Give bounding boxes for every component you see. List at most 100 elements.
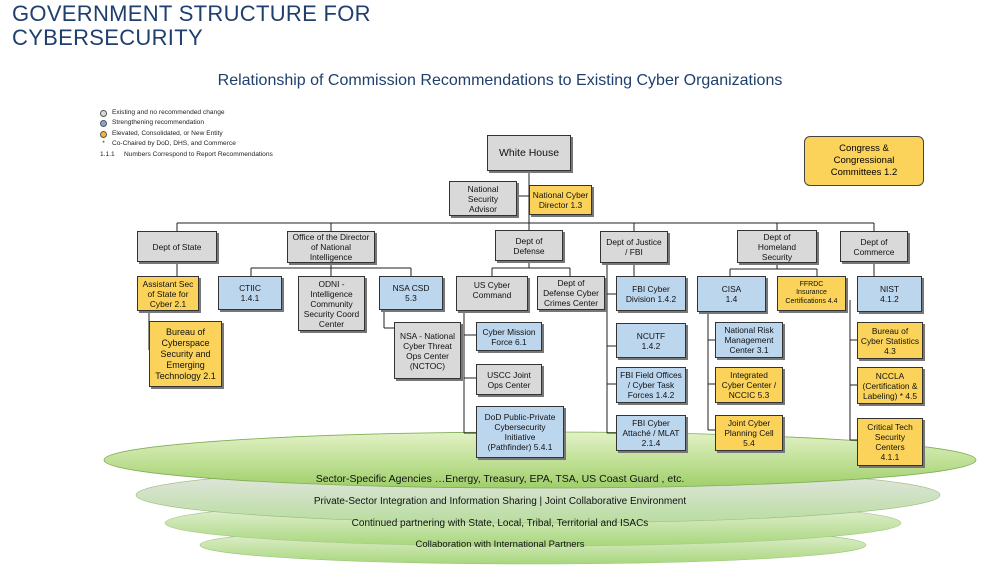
box-label-line: Force 6.1: [491, 336, 527, 347]
box-label-line: 5.3: [405, 293, 417, 303]
box-label-line: Dept of: [860, 236, 888, 247]
box-label-line: Committees 1.2: [830, 167, 898, 178]
box-label-line: 4.1.1: [880, 452, 900, 462]
box-label-line: Dept of: [515, 235, 543, 246]
legend-elevated-label: Elevated, Consolidated, or New Entity: [112, 129, 223, 137]
box-label-line: FBI Cyber: [632, 418, 670, 428]
legend-cochaired: *Co-Chaired by DoD, DHS, and Commerce: [100, 139, 273, 149]
box-label-line: Defense: [513, 245, 545, 256]
legend-strengthening-swatch: [100, 120, 107, 128]
band-partnering-label: Continued partnering with State, Local, …: [351, 518, 649, 529]
box-label-line: / Cyber Task: [627, 380, 675, 390]
box-label-line: Cybersecurity: [494, 422, 546, 432]
box-label-line: Intelligence: [310, 288, 353, 299]
title-line-1: GOVERNMENT STRUCTURE FOR: [12, 1, 371, 26]
box-label-line: Labeling) * 4.5: [862, 390, 917, 401]
diagram-subtitle: Relationship of Commission Recommendatio…: [217, 72, 783, 89]
box-label-line: Crimes Center: [544, 298, 598, 308]
box-label-line: Insurance: [796, 289, 827, 297]
box-label-line: NCUTF: [636, 330, 666, 341]
box-label-line: Dept of: [763, 231, 791, 242]
box-label-line: (Certification &: [862, 380, 918, 391]
page-title: GOVERNMENT STRUCTURE FOR CYBERSECURITY: [12, 2, 371, 50]
box-label-line: Center: [318, 318, 345, 329]
white-house-box: White House: [487, 135, 571, 171]
box-label-line: CISA: [721, 284, 742, 294]
box-label-line: Integrated: [730, 370, 768, 380]
legend-number-sample: 1.1.1: [100, 150, 115, 158]
legend-strengthening-label: Strengthening recommendation: [112, 119, 205, 127]
box-label-line: Security: [761, 251, 793, 262]
box-label-line: NCCLA: [875, 370, 905, 381]
box-label-line: Joint Cyber: [727, 418, 771, 428]
box-label-line: Dept of: [557, 278, 585, 288]
band-private-label: Private-Sector Integration and Informati…: [313, 496, 687, 507]
box-label-line: Division 1.4.2: [625, 293, 677, 304]
title-line-2: CYBERSECURITY: [12, 25, 203, 50]
box-label-line: NIST: [879, 284, 900, 294]
box-label-line: Homeland: [757, 241, 797, 252]
box-label-line: Advisor: [469, 203, 497, 214]
box-label-line: NSA - National: [400, 330, 455, 341]
box-label-line: / FBI: [625, 247, 643, 257]
legend-strengthening: Strengthening recommendation: [100, 118, 273, 128]
box-label-line: National Cyber: [532, 190, 589, 200]
box-label-line: FFRDC: [799, 280, 824, 288]
box-label-line: Community: [310, 298, 353, 309]
box-label-line: Ops Center: [406, 350, 449, 361]
box-label-line: Cyber Threat: [403, 340, 452, 351]
dept-justice-box: Dept of Justice/ FBI: [600, 231, 668, 263]
box-label-line: Technology 2.1: [155, 370, 216, 381]
box-label-line: Center 3.1: [729, 345, 769, 355]
box-label-line: 1.4.1: [240, 293, 260, 303]
box-label-line: Dept of Justice: [606, 237, 662, 247]
box-label-line: of State for: [147, 288, 189, 299]
legend-existing-swatch: [100, 109, 107, 117]
box-label-line: US Cyber: [473, 280, 511, 290]
box-label-line: Cyberspace: [161, 337, 210, 348]
legend-numbers-label: Numbers Correspond to Report Recommendat…: [124, 150, 273, 158]
box-label-line: Cyber Statistics: [860, 335, 920, 346]
box-label-line: NCCIC 5.3: [728, 390, 770, 400]
box-label-line: Command: [472, 290, 512, 300]
box-label-line: DoD Public-Private: [484, 412, 556, 422]
box-label-line: 2.1.4: [641, 438, 661, 448]
box-label-line: National Risk: [724, 325, 774, 335]
box-label-line: Attaché / MLAT: [622, 428, 680, 438]
box-label-line: Bureau of: [871, 325, 909, 336]
box-label-line: of National: [310, 242, 352, 252]
box-label-line: Office of the Director: [292, 232, 370, 242]
box-label-line: Congressional: [833, 155, 895, 166]
